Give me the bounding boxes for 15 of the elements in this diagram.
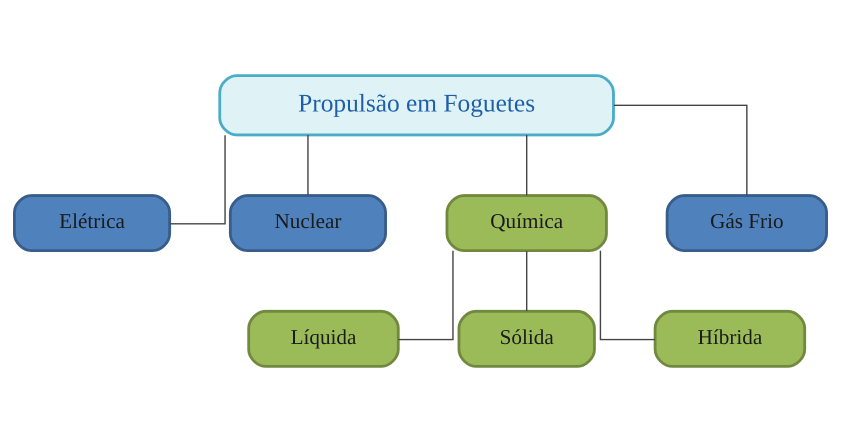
node-box: Elétrica bbox=[13, 194, 172, 252]
node-box: Sólida bbox=[458, 309, 596, 368]
node-box: Líquida bbox=[247, 309, 400, 368]
node-box: Híbrida bbox=[654, 309, 806, 368]
connector bbox=[600, 250, 655, 340]
connector bbox=[526, 134, 528, 195]
connector bbox=[526, 250, 528, 311]
node-box: Propulsão em Foguetes bbox=[218, 74, 615, 136]
node-box: Gás Frio bbox=[666, 194, 828, 252]
node-box: Química bbox=[446, 194, 608, 252]
connector bbox=[307, 134, 309, 195]
connector bbox=[398, 250, 454, 340]
node-box: Nuclear bbox=[228, 194, 387, 252]
connector bbox=[170, 134, 226, 224]
connector bbox=[614, 104, 748, 195]
